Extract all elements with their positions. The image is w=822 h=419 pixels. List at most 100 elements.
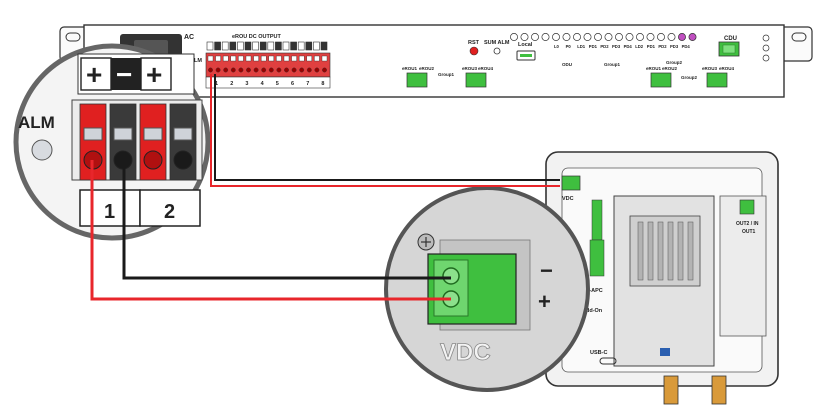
group2-led-label: Group2	[666, 60, 682, 65]
status-led-label: PD4	[624, 44, 633, 49]
dc-red-latch	[283, 55, 290, 62]
status-led	[531, 33, 539, 41]
dc-top-terminal	[252, 41, 259, 51]
rack-to-remote-red-wire	[210, 74, 560, 187]
rack-right-screw-3	[762, 54, 770, 62]
status-led	[667, 33, 676, 41]
dc-top-terminal	[305, 41, 313, 51]
erou-g2-top-1: eROU1	[646, 66, 662, 71]
rack-to-remote-black-wire	[214, 74, 560, 181]
dc-red-latch	[253, 55, 259, 62]
dc-red-hole[interactable]	[268, 67, 274, 73]
erou-g2-terminal-b[interactable]	[706, 72, 728, 88]
status-led	[604, 33, 613, 41]
usb-c-port[interactable]	[599, 357, 617, 365]
dc-red-latch	[222, 55, 229, 62]
rack-slot-left	[65, 32, 81, 42]
port2-box	[139, 189, 201, 227]
remote-vdc-terminal[interactable]	[561, 175, 581, 191]
remote-vdc-label: VDC	[562, 196, 574, 202]
zoom-alm-led	[31, 139, 53, 161]
dc-output-title: eROU DC OUTPUT	[232, 34, 282, 40]
dc-red-hole[interactable]	[322, 67, 327, 73]
plus-sign-2: +	[146, 59, 162, 90]
erou-g1-terminal-b[interactable]	[465, 72, 487, 88]
dc-red-hole[interactable]	[230, 67, 236, 73]
status-led	[562, 33, 571, 41]
dc-red-hole[interactable]	[215, 67, 221, 73]
dc-red-hole[interactable]	[314, 67, 320, 73]
status-led	[541, 33, 550, 41]
lc-apc-fiber	[591, 199, 603, 241]
group1-led-label: Group1	[604, 62, 620, 67]
dc-red-hole[interactable]	[291, 67, 297, 73]
erou-g1-top-2: eROU2	[419, 66, 435, 71]
dc-red-hole[interactable]	[223, 67, 229, 73]
status-led-label: P0	[566, 44, 572, 49]
remote-n-connector-1[interactable]	[663, 375, 679, 405]
dc-red-hole[interactable]	[261, 67, 267, 73]
heatsink-fins	[637, 221, 694, 281]
status-led-label: PD2	[658, 44, 667, 49]
dc-top-terminal	[297, 41, 305, 51]
dc-red-hole[interactable]	[284, 67, 289, 73]
erou-g1-terminal-a[interactable]	[406, 72, 428, 88]
remote-out2-connector[interactable]	[739, 199, 755, 215]
heatsink-fin	[667, 221, 674, 281]
dc-red-hole[interactable]	[246, 67, 251, 73]
rst-label: RST	[468, 40, 480, 46]
status-led	[678, 33, 686, 41]
dc-red-latch	[276, 55, 282, 62]
dc-red-hole[interactable]	[208, 67, 213, 73]
sum-alm-led	[493, 47, 501, 55]
remote-blue-port	[660, 348, 670, 356]
erou-g2-terminal-a[interactable]	[650, 72, 672, 88]
dc-top-terminal	[206, 41, 214, 51]
left-zoom-callout: + − + ALM 1 2	[13, 43, 211, 241]
dc-red-latch	[261, 55, 267, 62]
erou-g1-bottom-2: eROU4	[478, 66, 494, 71]
status-led-label: LD1	[577, 44, 586, 49]
erou-group2-terminals: eROU1 eROU2 Group2 eROU3 eROU4	[646, 66, 735, 88]
status-led-row	[510, 33, 697, 41]
out1-label: OUT1	[742, 229, 756, 235]
dc-port-number: 3	[245, 81, 248, 87]
add-on-label: Add-On	[582, 308, 603, 314]
zoom-port1-label: 1	[104, 201, 115, 223]
zoom-right-hole-minus	[442, 267, 460, 285]
odu-label: ODU	[562, 62, 572, 67]
status-led	[625, 33, 634, 41]
remote-n-connector-2[interactable]	[711, 375, 727, 405]
zoom-latch-1	[83, 127, 103, 141]
status-led	[615, 33, 623, 41]
dc-output-top-terminals	[206, 41, 328, 51]
status-led	[520, 33, 529, 41]
dc-red-hole[interactable]	[238, 67, 244, 73]
zoom-latch-4	[173, 127, 193, 141]
rst-button[interactable]	[469, 46, 479, 56]
dc-red-hole[interactable]	[299, 67, 305, 73]
dc-top-terminal	[237, 41, 244, 51]
dc-red-hole[interactable]	[253, 67, 259, 73]
lc-apc-connector[interactable]	[589, 239, 605, 277]
dc-red-hole[interactable]	[306, 67, 312, 73]
dc-red-latch	[207, 55, 214, 62]
dc-port-number: 4	[261, 81, 265, 87]
erou-g1-top-1: eROU1	[402, 66, 418, 71]
status-led-label: L0	[554, 44, 560, 49]
heatsink-fin	[647, 221, 654, 281]
erou-g1-bottom-1: eROU3	[462, 66, 478, 71]
dc-red-hole[interactable]	[276, 67, 282, 73]
minus-box	[111, 58, 141, 90]
local-port-inner	[520, 54, 532, 57]
zoom-right-vdc-label: VDC	[440, 339, 491, 366]
zoom-black-wire	[122, 160, 451, 280]
zoom-red-wire	[90, 160, 451, 301]
dc-red-latch	[306, 55, 312, 62]
minus-sign: −	[116, 59, 132, 90]
heatsink-fin	[677, 221, 684, 281]
status-led-label: PD3	[670, 44, 679, 49]
heatsink-fin	[657, 221, 664, 281]
status-led-label: PD4	[682, 44, 691, 49]
